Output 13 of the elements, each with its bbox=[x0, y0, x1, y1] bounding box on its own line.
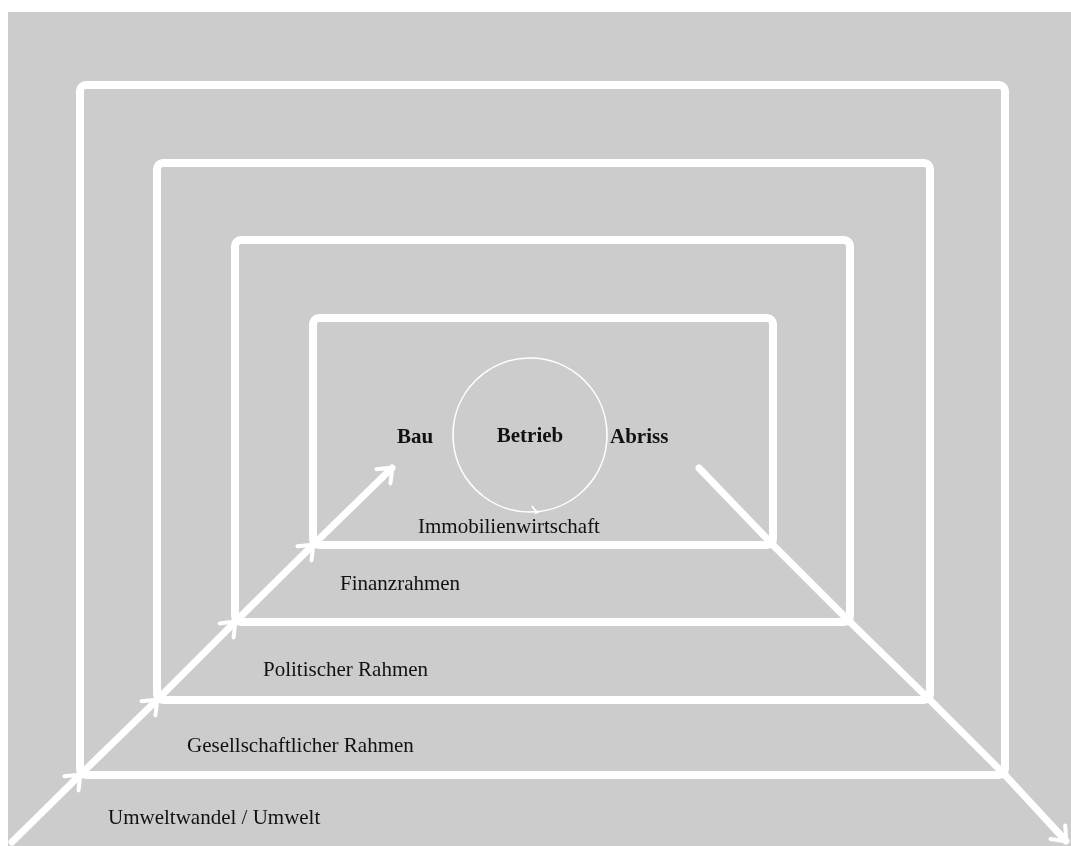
stage-label: Bau bbox=[397, 423, 434, 449]
frame-label: Finanzrahmen bbox=[340, 571, 461, 595]
frame-label: Politischer Rahmen bbox=[263, 657, 429, 681]
frame bbox=[153, 159, 934, 704]
frame bbox=[76, 81, 1009, 779]
background-panel bbox=[8, 12, 1071, 846]
stage-label: Betrieb bbox=[496, 423, 564, 447]
frame-label: Immobilienwirtschaft bbox=[418, 514, 600, 538]
frame bbox=[309, 314, 777, 549]
frame-label: Umweltwandel / Umwelt bbox=[108, 805, 321, 829]
frame bbox=[231, 236, 854, 626]
stage-label: Abriss bbox=[610, 423, 669, 449]
frame-label: Gesellschaftlicher Rahmen bbox=[187, 733, 414, 757]
